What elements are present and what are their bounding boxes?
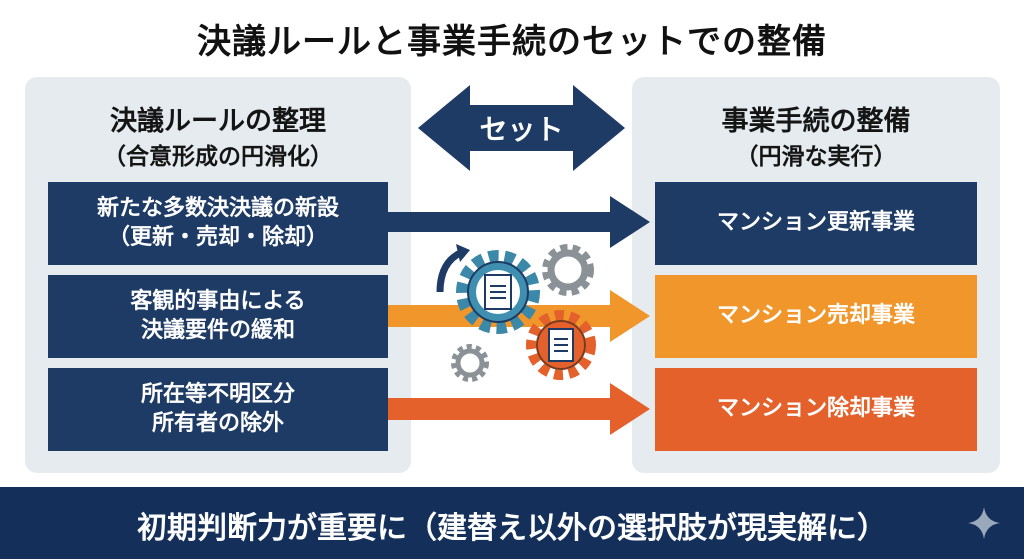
right-panel-subheading: （円滑な実行） — [735, 144, 897, 170]
arrow-navy — [388, 196, 650, 248]
rule-item-line: 所在等不明区分 — [140, 381, 295, 407]
rule-item-line: 所有者の除外 — [151, 410, 284, 436]
gear-document-icon-orange — [526, 310, 596, 380]
rule-item-line: 決議要件の緩和 — [140, 317, 295, 343]
business-procedures-panel: 事業手続の整備 （円滑な実行） マンション更新事業 マンション売却事業 マンショ… — [632, 77, 1000, 473]
business-item-sale: マンション売却事業 — [655, 275, 977, 358]
gear-icon-gray-large — [542, 244, 594, 296]
left-panel-heading: 決議ルールの整理 — [110, 106, 326, 137]
sparkle-icon — [968, 507, 1000, 539]
arrow-red-orange — [388, 383, 650, 435]
set-label: セット — [479, 113, 564, 146]
double-arrow-icon — [418, 85, 625, 171]
conclusion-banner: 初期判断力が重要に（建替え以外の選択肢が現実解に） — [0, 487, 1024, 559]
rule-item: 所在等不明区分 所有者の除外 — [48, 368, 388, 451]
resolution-rules-panel: 決議ルールの整理 （合意形成の円滑化） 新たな多数決決議の新設 （更新・売却・除… — [25, 77, 411, 473]
gear-document-icon-blue — [456, 250, 540, 334]
rule-item: 新たな多数決決議の新設 （更新・売却・除却） — [48, 182, 388, 265]
business-item-demolition: マンション除却事業 — [655, 368, 977, 451]
business-item-renewal: マンション更新事業 — [655, 182, 977, 265]
rule-item: 客観的事由による 決議要件の緩和 — [48, 275, 388, 358]
left-panel-subheading: （合意形成の円滑化） — [103, 144, 333, 170]
right-panel-heading: 事業手続の整備 — [721, 106, 911, 137]
arrow-orange — [388, 290, 650, 342]
rule-item-line: 新たな多数決決議の新設 — [96, 195, 339, 221]
page-title: 決議ルールと事業手続のセットでの整備 — [197, 22, 827, 62]
rule-item-line: （更新・売却・除却） — [107, 224, 328, 250]
banner-text: 初期判断力が重要に（建替え以外の選択肢が現実解に） — [137, 511, 887, 546]
gear-icon-gray-small — [451, 344, 489, 382]
rule-item-line: 客観的事由による — [130, 288, 306, 314]
